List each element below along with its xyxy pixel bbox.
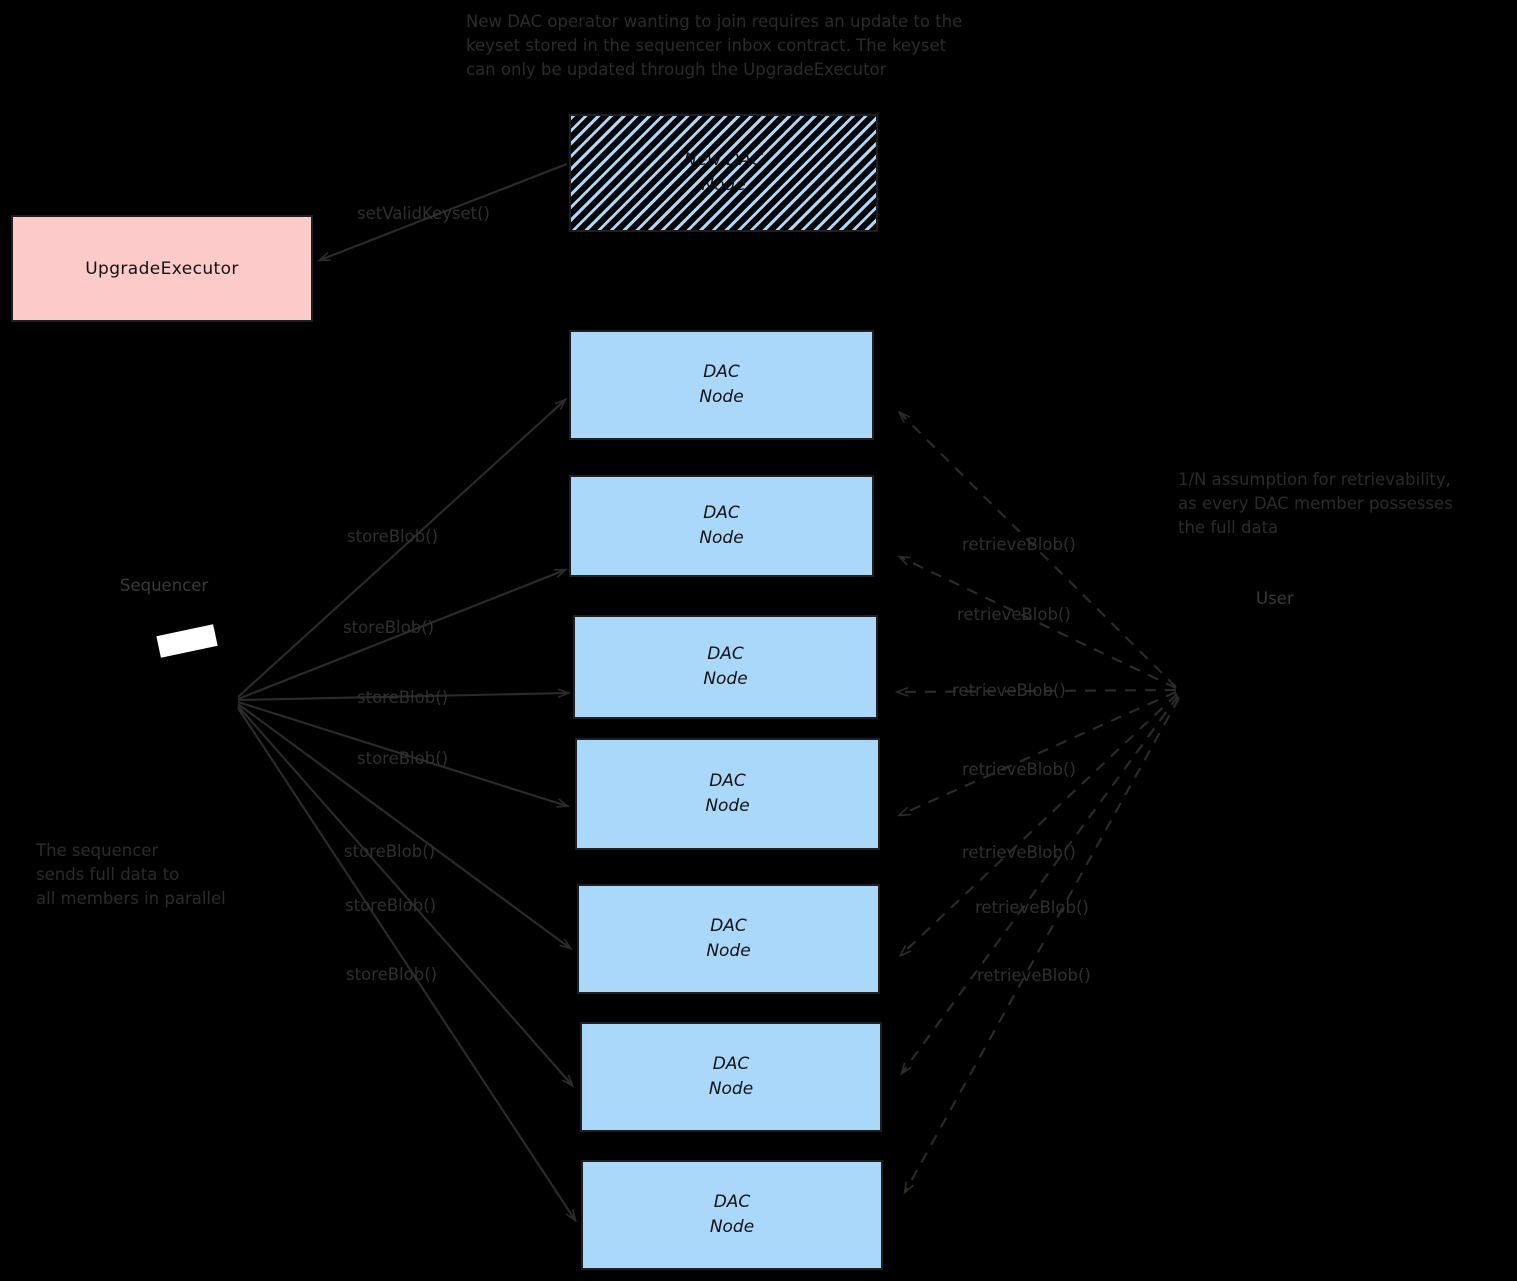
dac-node-label-line2: Node <box>708 1079 754 1099</box>
new-dac-node-label-line2: Node <box>701 175 746 195</box>
dac-node-label-line2: Node <box>709 1217 755 1237</box>
dac-node-box-3[interactable]: DAC Node <box>573 615 878 719</box>
dac-node-label-line1: DAC <box>710 916 747 937</box>
dac-node-label-line2: Node <box>705 796 750 816</box>
upgrade-executor-label: UpgradeExecutor <box>85 258 239 279</box>
edge-label-set-valid-keyset: setValidKeyset() <box>357 204 490 223</box>
edge-label-store-blob-2: storeBlob() <box>343 618 435 637</box>
note-sequencer-parallel: The sequencer sends full data to all mem… <box>36 841 226 908</box>
dac-node-box-7[interactable]: DAC Node <box>581 1160 883 1270</box>
dac-node-label-line1: DAC <box>707 644 744 665</box>
edge-label-retrieve-blob-1: retrieveBlob() <box>962 535 1076 554</box>
new-dac-node-label-line1: New DAC <box>683 150 764 171</box>
dac-node-box-6[interactable]: DAC Node <box>580 1022 882 1132</box>
dac-node-box-1[interactable]: DAC Node <box>569 330 874 440</box>
sequencer-label: Sequencer <box>120 576 209 595</box>
dac-node-box-2[interactable]: DAC Node <box>569 475 874 577</box>
edge-label-retrieve-blob-4: retrieveBlob() <box>962 760 1076 779</box>
edge-label-store-blob-4: storeBlob() <box>357 749 449 768</box>
note-keyset-update: New DAC operator wanting to join require… <box>466 12 963 79</box>
dac-node-label-line1: DAC <box>703 503 740 524</box>
dac-node-label-line1: DAC <box>703 362 740 383</box>
edge-label-store-blob-3: storeBlob() <box>357 688 449 707</box>
note-retrievability: 1/N assumption for retrievability, as ev… <box>1178 470 1453 537</box>
edge-retrieve-blob-group <box>898 413 1180 1192</box>
dac-node-label-line1: DAC <box>713 1192 751 1213</box>
edge-label-store-blob-5: storeBlob() <box>344 842 436 861</box>
dac-node-box-4[interactable]: DAC Node <box>575 738 880 850</box>
dac-node-label-line2: Node <box>699 387 744 407</box>
edge-label-retrieve-blob-7: retrieveBlob() <box>977 966 1091 985</box>
dac-node-label-line1: DAC <box>712 1054 750 1075</box>
dac-node-label-line2: Node <box>699 528 744 548</box>
edge-label-retrieve-blob-6: retrieveBlob() <box>975 898 1089 917</box>
edge-label-retrieve-blob-3: retrieveBlob() <box>952 681 1066 700</box>
dac-node-label-line2: Node <box>706 941 751 961</box>
user-label: User <box>1256 589 1294 608</box>
edge-label-store-blob-7: storeBlob() <box>346 965 438 984</box>
edge-label-store-blob-1: storeBlob() <box>347 527 439 546</box>
new-dac-node-box[interactable]: New DAC Node <box>569 114 878 232</box>
edge-set-valid-keyset <box>320 163 568 260</box>
edge-label-store-blob-6: storeBlob() <box>345 896 437 915</box>
edge-store-blob-group <box>237 400 575 1220</box>
dac-node-box-5[interactable]: DAC Node <box>577 884 880 994</box>
dac-node-label-line2: Node <box>703 669 748 689</box>
edge-label-retrieve-blob-5: retrieveBlob() <box>962 843 1076 862</box>
dac-node-label-line1: DAC <box>709 771 746 792</box>
upgrade-executor-box[interactable]: UpgradeExecutor <box>11 215 313 322</box>
edge-label-retrieve-blob-2: retrieveBlob() <box>957 605 1071 624</box>
